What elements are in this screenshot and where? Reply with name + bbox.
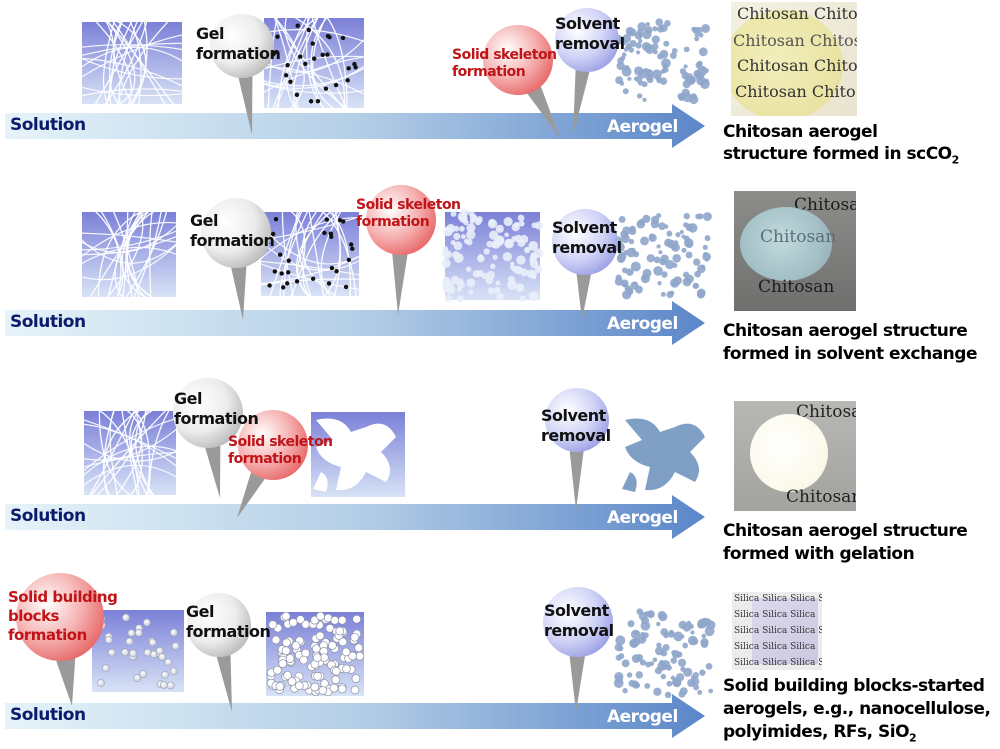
row4-aerogel-structure [613, 608, 716, 699]
row1-bubble-skeleton-label: Solid skeleton formation [452, 47, 557, 80]
row2-axis-start: Solution [10, 312, 86, 332]
row4-axis-start: Solution [10, 705, 86, 725]
row2-skeleton-panel [441, 208, 544, 303]
row3-bubble-gel-label: Gel formation [174, 389, 259, 428]
row3-sample-photo: Chitosa Chitosan [734, 401, 856, 511]
row3-solution-network-panel [84, 411, 176, 495]
row4-bubble-blocks-label: Solid building blocks formation [8, 588, 118, 644]
row1-caption-line1: Chitosan aerogel [723, 122, 878, 142]
row4-gel-bubble [187, 593, 251, 712]
row3-bubble-skeleton-label: Solid skeleton formation [228, 434, 333, 467]
row4-caption-line3: polyimides, RFs, SiO2 [723, 722, 917, 745]
row1-axis-end: Aerogel [607, 117, 678, 137]
row2-solvent-bubble [552, 209, 618, 320]
row2-process-arrow [5, 301, 705, 345]
row1-skeleton-bubble [483, 25, 560, 138]
row1-solvent-bubble [555, 8, 619, 136]
row2-caption-line2: formed in solvent exchange [723, 344, 977, 364]
row2-gel-bubble [201, 198, 271, 320]
row1-bubble-solvent-label: Solvent removal [555, 14, 625, 53]
row2-aerogel-structure [613, 212, 712, 300]
row1-aerogel-structure [613, 18, 710, 105]
row3-skeleton-panel [311, 412, 405, 497]
row4-caption-line1: Solid building blocks-started [723, 676, 985, 696]
row1-axis-start: Solution [10, 115, 86, 135]
row4-sample-photo: Silica Silica Silica S Silica Silica Sil… [732, 592, 822, 670]
row3-skeleton-bubble [237, 410, 308, 518]
row2-solution-network-panel [82, 212, 176, 297]
row2-gel-network-panel [261, 212, 359, 296]
row1-process-arrow [5, 104, 705, 148]
row1-bubble-gel-label: Gel formation [196, 24, 281, 63]
row1-caption-line2: structure formed in scCO2 [723, 144, 959, 167]
row4-bubble-solvent-label: Solvent removal [544, 601, 614, 640]
row4-solvent-bubble [543, 587, 613, 712]
row4-particle-panel [92, 610, 184, 692]
row3-solvent-bubble [545, 388, 609, 510]
row2-axis-end: Aerogel [607, 314, 678, 334]
row3-gel-bubble [173, 378, 243, 498]
row4-process-arrow [5, 694, 705, 738]
row4-bubble-gel-label: Gel formation [186, 602, 271, 641]
row1-gel-bubble [210, 14, 274, 135]
row3-bubble-solvent-label: Solvent removal [541, 406, 611, 445]
row2-skeleton-bubble [366, 185, 436, 315]
row2-sample-photo: Chitosan Chitosan Chitosan [734, 191, 856, 311]
row3-axis-end: Aerogel [607, 508, 678, 528]
row2-bubble-skeleton-label: Solid skeleton formation [356, 197, 461, 230]
row4-caption-line2: aerogels, e.g., nanocellulose, [723, 699, 991, 719]
row3-process-arrow [5, 495, 705, 539]
row2-bubble-solvent-label: Solvent removal [552, 218, 622, 257]
row1-solution-network-panel [82, 22, 182, 104]
row4-blocks-bubble [16, 573, 104, 706]
row4-gel-panel [266, 611, 365, 697]
row3-caption-line1: Chitosan aerogel structure [723, 521, 968, 541]
row4-axis-end: Aerogel [607, 707, 678, 727]
row1-sample-photo: Chitosan Chitos Chitosan Chitosa Chitosa… [731, 2, 857, 116]
row3-aerogel-structure [622, 418, 705, 492]
row2-bubble-gel-label: Gel formation [190, 211, 275, 250]
row3-axis-start: Solution [10, 506, 86, 526]
row3-caption-line2: formed with gelation [723, 544, 915, 564]
row2-caption-line1: Chitosan aerogel structure [723, 321, 968, 341]
